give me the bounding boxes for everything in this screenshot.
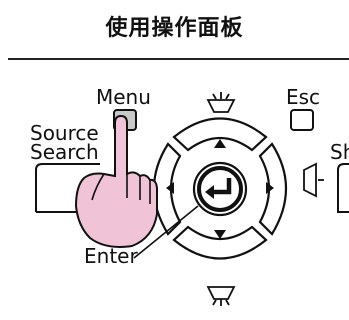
up-arrow-button[interactable] — [172, 117, 268, 152]
down-arrow-button[interactable] — [172, 225, 268, 260]
source-label: Source — [30, 121, 99, 145]
enter-return-icon — [205, 178, 232, 199]
search-label: Search — [30, 140, 99, 164]
left-arrow-button[interactable] — [153, 142, 182, 236]
down-arrow-icon — [214, 230, 226, 239]
pressing-finger-icon — [74, 114, 158, 248]
enter-button[interactable] — [192, 161, 248, 217]
menu-label: Menu — [96, 85, 151, 109]
up-arrow-icon — [214, 139, 226, 148]
enter-label: Enter — [84, 244, 138, 268]
left-arrow-icon — [166, 182, 174, 194]
right-arrow-icon — [266, 182, 274, 194]
keystone-right-icon — [303, 162, 324, 198]
source-search-button[interactable] — [35, 163, 100, 212]
esc-button[interactable] — [290, 109, 314, 131]
keystone-up-icon — [206, 92, 236, 113]
esc-label: Esc — [286, 85, 320, 109]
enter-callout-line — [133, 205, 199, 259]
title-divider — [8, 58, 349, 60]
shutter-label-partial: Sh — [330, 140, 349, 164]
page-title: 使用操作面板 — [105, 16, 244, 41]
right-arrow-button[interactable] — [258, 142, 287, 236]
shutter-button[interactable] — [337, 163, 349, 213]
keystone-down-icon — [206, 286, 236, 306]
